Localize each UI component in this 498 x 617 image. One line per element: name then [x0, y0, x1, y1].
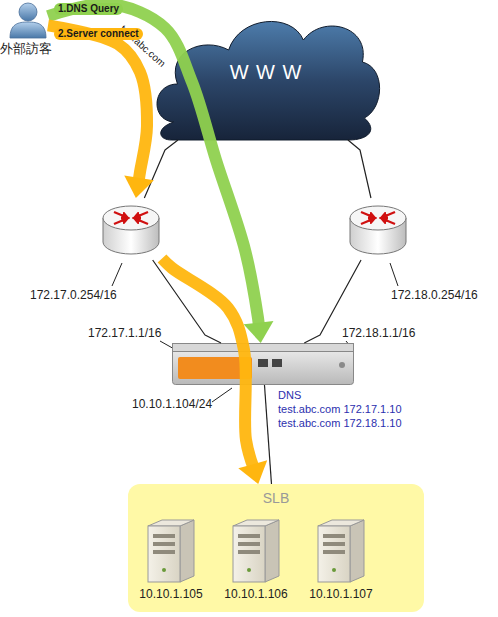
arrow-head — [124, 176, 154, 198]
ip-label: 172.17.0.254/16 — [30, 288, 117, 302]
router-shape — [347, 198, 409, 260]
dns-record: test.abc.com 172.18.1.10 — [278, 417, 402, 430]
server-ip: 10.10.1.106 — [216, 587, 296, 601]
user-shape — [8, 2, 48, 38]
server-icon: 10.10.1.107 — [316, 520, 366, 584]
interface-ip: 10.10.1.104/24 — [132, 397, 212, 411]
server-shape — [231, 520, 281, 584]
arrow-head — [244, 321, 274, 343]
dns-heading: DNS — [278, 389, 301, 402]
network-link — [264, 385, 271, 484]
visitor-label: 外部訪客 — [0, 41, 52, 57]
server-ip-slot: 10.10.1.105 — [131, 587, 211, 601]
group-title-slot: SLB — [128, 490, 424, 507]
visitor-label-slot: 外部訪客 — [0, 41, 52, 57]
router-icon: 172.18.0.254/16 — [347, 198, 409, 260]
dns-query-arrow-line — [48, 4, 259, 328]
arrow-head — [238, 460, 267, 484]
server-icon: 10.10.1.106 — [231, 520, 281, 584]
server-connect-arrow — [48, 25, 154, 198]
server-ip: 10.10.1.105 — [131, 587, 211, 601]
ip-label: 172.18.0.254/16 — [391, 288, 478, 302]
edge-label: 2.Server connect — [54, 28, 143, 40]
edge-label: 1.DNS Query — [54, 3, 123, 15]
server-connect-arrow — [162, 258, 267, 484]
dns-record-slot: test.abc.com 172.18.1.10 — [278, 417, 402, 430]
edge-label-slot: 2.Server connect — [54, 28, 143, 40]
visitor-icon: 外部訪客 — [8, 2, 48, 38]
dns-record-slot: test.abc.com 172.17.1.10 — [278, 403, 402, 416]
network-link-line — [264, 385, 271, 484]
dns-record: test.abc.com 172.17.1.10 — [278, 403, 402, 416]
label-slot: 172.18.1.1/16 — [342, 326, 415, 340]
server-shape — [146, 520, 196, 584]
server-connect-arrow-line — [162, 258, 254, 469]
server-ip: 10.10.1.107 — [301, 587, 381, 601]
dns-query-arrow — [48, 4, 273, 343]
server-ip-slot: 10.10.1.106 — [216, 587, 296, 601]
network-link — [348, 140, 371, 198]
label-slot: 172.17.1.1/16 — [88, 326, 161, 340]
server-shape — [316, 520, 366, 584]
dns-heading-slot: DNS — [278, 389, 301, 402]
router-shape — [100, 198, 162, 260]
slb-group: SLB 10.10.1.105 10.10.1.106 10.10.1.107 — [128, 484, 424, 612]
group-title: SLB — [128, 490, 424, 507]
label-slot: 10.10.1.104/24 — [132, 397, 212, 411]
network-link-line — [348, 140, 371, 198]
cloud-label: W W W — [230, 60, 303, 84]
interface-ip: 172.18.1.1/16 — [342, 326, 415, 340]
interface-ip: 172.17.1.1/16 — [88, 326, 161, 340]
device-shape — [172, 343, 354, 385]
server-ip-slot: 10.10.1.107 — [301, 587, 381, 601]
ip-label-slot: 172.18.0.254/16 — [391, 288, 478, 302]
ip-label-slot: 172.17.0.254/16 — [30, 288, 117, 302]
server-connect-arrow-line — [48, 25, 147, 183]
server-icon: 10.10.1.105 — [146, 520, 196, 584]
router-icon: 172.17.0.254/16 — [100, 198, 162, 260]
load-balancer-appliance: DNStest.abc.com 172.17.1.10test.abc.com … — [172, 343, 354, 385]
edge-label-slot: 1.DNS Query — [54, 3, 123, 15]
